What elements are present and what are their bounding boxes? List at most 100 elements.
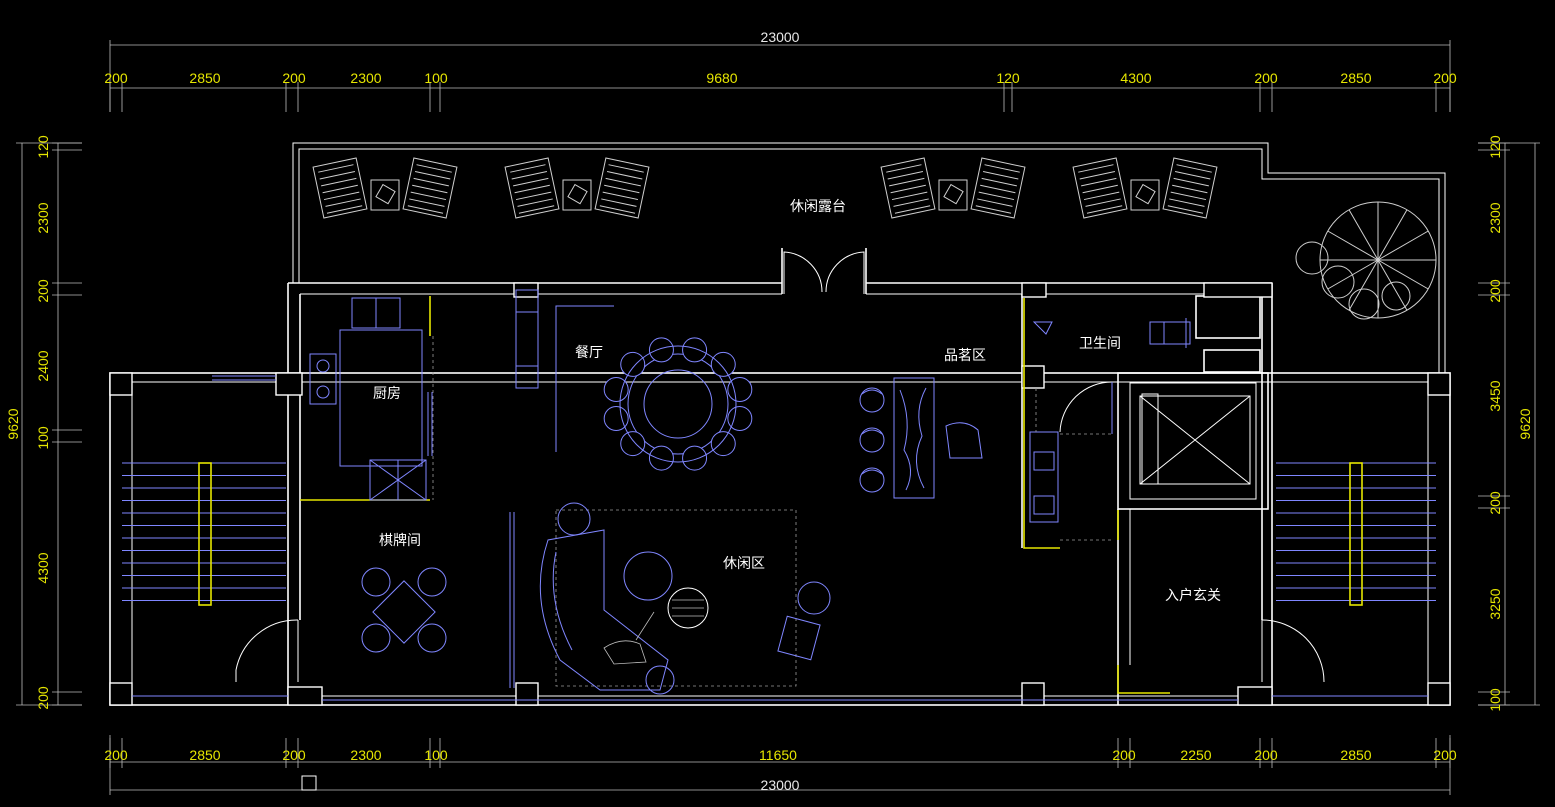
bottom-dim-4: 2300: [350, 747, 381, 763]
walls: [109, 248, 1451, 706]
side-table: [370, 179, 400, 211]
dining-chair: [603, 377, 629, 403]
room-label-tea-area: 品茗区: [944, 348, 986, 364]
bottom-dim-11: 200: [1433, 747, 1457, 763]
bottom-dim-3: 200: [282, 747, 306, 763]
top-dim-3: 200: [282, 70, 306, 86]
dining-chair: [727, 405, 753, 431]
umbrella-rib: [1377, 209, 1408, 261]
west-stair-handrail: [198, 462, 212, 606]
left-dim-6: 4300: [35, 552, 51, 583]
lounge-chair: [504, 157, 560, 219]
bottom-dim-8: 2250: [1180, 747, 1211, 763]
west-staircase: [122, 462, 286, 601]
dining-chair: [620, 351, 646, 377]
lounge-chair: [1162, 157, 1218, 219]
room-label-terrace: 休闲露台: [790, 199, 846, 215]
room-label-mahjong-room: 棋牌间: [379, 532, 421, 549]
doors: [235, 251, 1325, 683]
right-dim-4: 3450: [1487, 380, 1503, 411]
umbrella-rib: [1377, 230, 1429, 261]
room-label-lounge: 休闲区: [723, 556, 765, 572]
lounge-chair: [312, 157, 368, 219]
top-dim-7: 120: [996, 70, 1020, 86]
top-dim-11: 200: [1433, 70, 1457, 86]
dining-chair: [727, 377, 753, 403]
bottom-dim-5: 100: [424, 747, 448, 763]
lounge-furniture: [509, 502, 831, 695]
tea-area-furniture: [859, 377, 983, 499]
umbrella-rib: [1377, 259, 1429, 290]
side-table: [938, 179, 968, 211]
patio-umbrella: [1295, 201, 1437, 320]
left-total-dimension: 9620: [5, 408, 21, 439]
dining-chair: [603, 405, 629, 431]
left-dim-2: 2300: [35, 202, 51, 233]
side-table: [1130, 179, 1160, 211]
top-dim-1: 200: [104, 70, 128, 86]
lounge-chair: [880, 157, 936, 219]
bottom-dim-9: 200: [1254, 747, 1278, 763]
umbrella-rib: [1377, 259, 1408, 311]
right-dim-3: 200: [1487, 279, 1503, 303]
tea-stool: [859, 467, 885, 493]
bottom-dim-7: 200: [1112, 747, 1136, 763]
top-dimension-chain: [109, 40, 1451, 112]
umbrella-rib: [1348, 259, 1379, 311]
dining-chair: [710, 351, 736, 377]
room-label-kitchen: 厨房: [373, 386, 401, 402]
top-dim-9: 200: [1254, 70, 1278, 86]
tea-stool: [859, 427, 885, 453]
bottom-dim-2: 2850: [189, 747, 220, 763]
right-dim-1: 120: [1487, 135, 1503, 159]
room-label-bathroom: 卫生间: [1079, 336, 1121, 352]
bathroom-fixtures: [1029, 318, 1191, 541]
mahjong-table-set: [361, 567, 447, 653]
top-dim-5: 100: [424, 70, 448, 86]
east-staircase: [1276, 462, 1436, 601]
room-label-entrance: 入户玄关: [1165, 587, 1221, 604]
dining-chair: [620, 431, 646, 457]
top-total-dimension: 23000: [761, 29, 800, 45]
umbrella-rib: [1327, 230, 1379, 261]
bottom-dimension-chain: [109, 735, 1451, 795]
top-dim-10: 2850: [1340, 70, 1371, 86]
umbrella-rib: [1327, 259, 1379, 290]
elevator-shaft: [1139, 393, 1251, 485]
left-dim-1: 120: [35, 135, 51, 159]
bottom-dim-6: 11650: [759, 747, 797, 763]
left-dim-3: 200: [35, 279, 51, 303]
dining-furniture: [515, 289, 753, 471]
terrace-lounge-chairs: [312, 157, 1218, 219]
lounge-chair: [402, 157, 458, 219]
bottom-dim-10: 2850: [1340, 747, 1371, 763]
dining-chair: [682, 337, 708, 363]
bottom-total-dimension: 23000: [761, 777, 800, 793]
east-stair-handrail: [1349, 462, 1363, 606]
tea-stool: [859, 387, 885, 413]
room-label-dining: 餐厅: [575, 345, 603, 361]
lounge-chair: [970, 157, 1026, 219]
dining-chair: [682, 445, 708, 471]
kitchen-furniture: [309, 297, 434, 501]
right-dim-6: 3250: [1487, 588, 1503, 619]
umbrella-rib: [1348, 209, 1379, 261]
right-dim-7: 100: [1487, 688, 1503, 712]
lounge-chair: [1072, 157, 1128, 219]
left-dimension-chain: [16, 142, 82, 706]
right-dim-5: 200: [1487, 491, 1503, 515]
left-dim-5: 100: [35, 426, 51, 450]
right-total-dimension: 9620: [1517, 408, 1533, 439]
top-dim-2: 2850: [189, 70, 220, 86]
top-dim-6: 9680: [706, 70, 737, 86]
lounge-chair: [594, 157, 650, 219]
bottom-dim-1: 200: [104, 747, 128, 763]
right-dimension-chain: [1478, 142, 1540, 706]
top-dim-4: 2300: [350, 70, 381, 86]
dining-chair: [710, 431, 736, 457]
left-dim-7: 200: [35, 686, 51, 710]
top-dim-8: 4300: [1120, 70, 1151, 86]
yellow-detail-lines: [300, 296, 1170, 694]
left-dim-4: 2400: [35, 350, 51, 381]
